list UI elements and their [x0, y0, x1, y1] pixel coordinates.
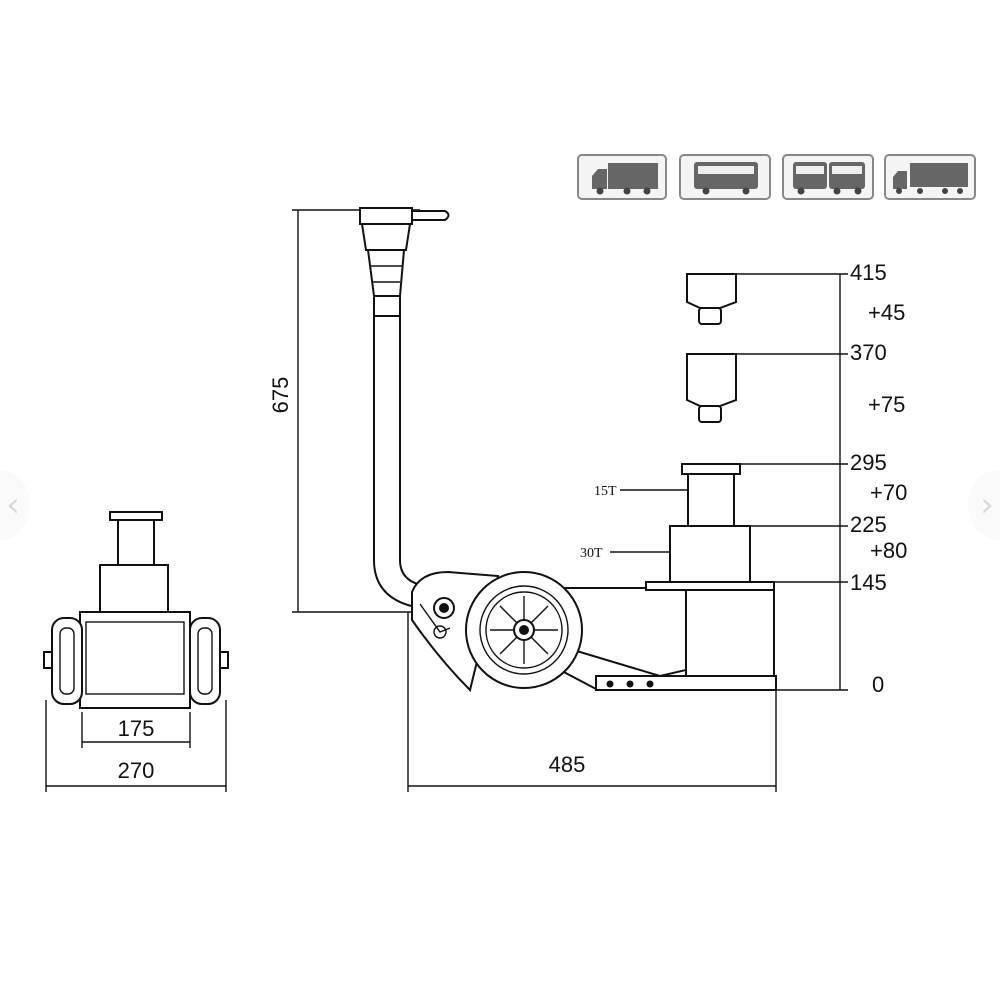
height-0-label: 0 — [872, 672, 884, 697]
stage-30t-label: 30T — [580, 546, 603, 561]
truck-icon — [577, 154, 667, 200]
front-wheel-track-label: 175 — [118, 716, 155, 741]
chevron-right-icon: › — [980, 485, 994, 525]
height-145-label: 145 — [850, 570, 887, 595]
height-225-label: 225 — [850, 512, 887, 537]
height-295-label: 295 — [850, 450, 887, 475]
stage-15t-label: 15T — [594, 484, 617, 499]
increment-45-label: +45 — [868, 300, 905, 325]
height-415-label: 415 — [850, 260, 887, 285]
bus-icon — [679, 154, 771, 200]
articulated-bus-icon — [782, 154, 874, 200]
vehicle-icons — [577, 154, 976, 200]
front-view — [43, 511, 229, 792]
increment-80-label: +80 — [870, 538, 907, 563]
height-370-label: 370 — [850, 340, 887, 365]
base-width-label: 485 — [549, 752, 586, 777]
side-view — [292, 207, 848, 792]
increment-75-label: +75 — [868, 392, 905, 417]
front-total-width-label: 270 — [118, 758, 155, 783]
side-height-label: 675 — [268, 377, 293, 414]
trailer-truck-icon — [884, 154, 976, 200]
increment-70-label: +70 — [870, 480, 907, 505]
chevron-left-icon: ‹ — [6, 485, 20, 525]
